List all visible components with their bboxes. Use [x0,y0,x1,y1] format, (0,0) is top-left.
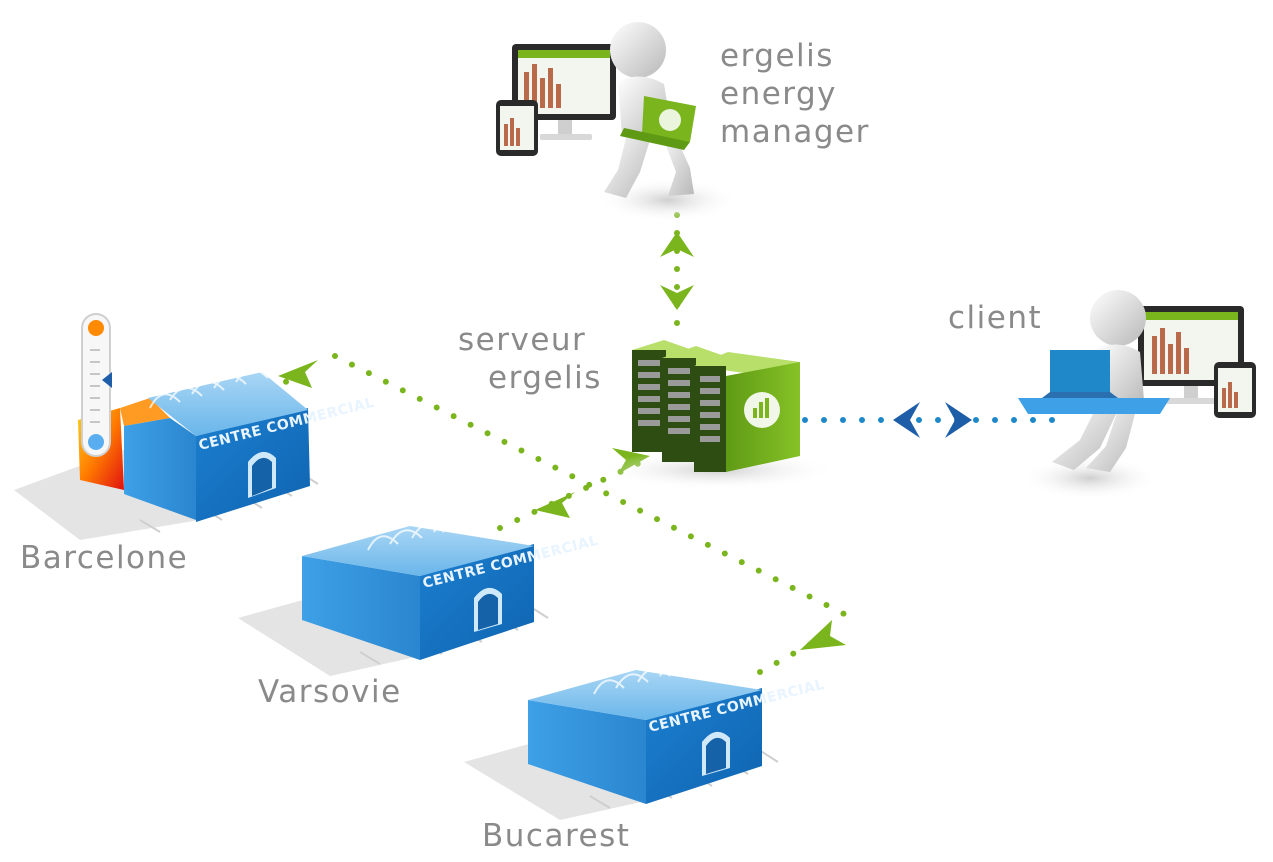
site-label-barcelone: Barcelone [20,540,188,576]
site-label-varsovie: Varsovie [258,674,402,710]
client-label: client [948,300,1042,336]
client-figure [1018,290,1256,500]
site-label-bucarest: Bucarest [482,818,630,854]
thermometer-icon [81,313,112,457]
laptop-icon [620,96,696,150]
building-bucarest: CENTRE COMMERCIAL [464,655,826,820]
tablet-icon [496,100,538,156]
energy-manager-figure [496,22,738,222]
manager-label-line-3: manager [720,114,870,150]
manager-label-line-1: ergelis [720,38,834,74]
tablet-icon [1214,362,1256,418]
server-label-line-2: ergelis [488,360,602,396]
server-icon [598,340,838,490]
building-varsovie: CENTRE COMMERCIAL [238,511,600,676]
server-label-line-1: serveur [458,322,586,358]
building-barcelone: CENTRE COMMERCIAL [14,369,376,540]
manager-label-line-2: energy [720,76,837,112]
laptop-icon [1018,350,1170,414]
connection-manager-server [660,212,694,333]
monitor-icon [512,44,616,140]
connection-server-client [802,402,1063,438]
connection-server-barcelone-bucarest [267,353,863,675]
ergelis-logo-icon [744,392,780,428]
